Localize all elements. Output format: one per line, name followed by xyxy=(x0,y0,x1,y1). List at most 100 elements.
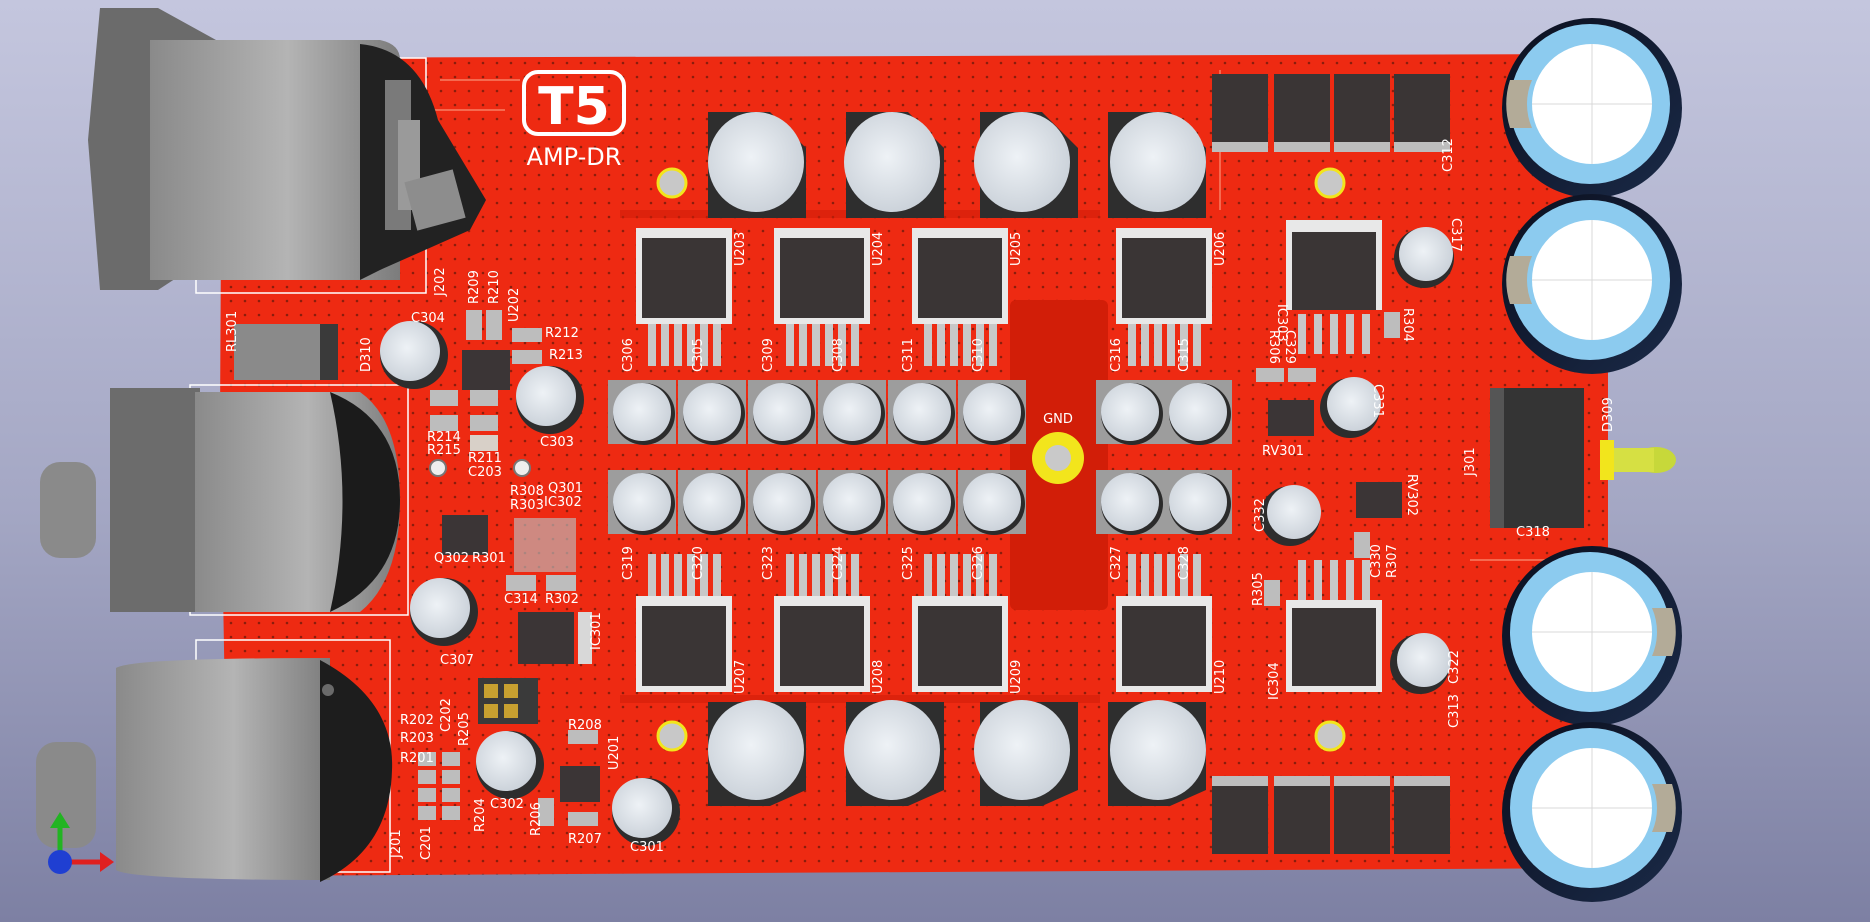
cap-c319: C319 xyxy=(608,470,676,580)
label-u208: U208 xyxy=(871,660,886,694)
label-u206: U206 xyxy=(1213,232,1228,266)
label-d309: D309 xyxy=(1601,397,1616,432)
jack-connector-j304[interactable] xyxy=(40,388,400,612)
label-c314: C314 xyxy=(504,592,538,607)
label-c325: C325 xyxy=(901,546,916,580)
label-c326: C326 xyxy=(971,546,986,580)
label-j201: J201 xyxy=(389,829,404,859)
label-c318: C318 xyxy=(1516,525,1550,540)
label-c332: C332 xyxy=(1253,498,1268,532)
label-u202: U202 xyxy=(507,288,522,322)
label-r201: R201 xyxy=(400,751,434,766)
ic-u203: U203 xyxy=(636,228,748,366)
label-c304: C304 xyxy=(411,311,445,326)
cap-c324: C324 xyxy=(818,470,886,580)
label-rl301: RL301 xyxy=(225,311,240,352)
label-d310: D310 xyxy=(359,337,374,372)
label-c301: C301 xyxy=(630,840,664,855)
label-c309: C309 xyxy=(761,338,776,372)
cap-c327: C327 xyxy=(1096,470,1164,580)
ic-u210: U210 xyxy=(1116,554,1228,694)
ic-u209: U209 xyxy=(912,554,1024,694)
ic-u208: U208 xyxy=(774,554,886,694)
label-u203: U203 xyxy=(733,232,748,266)
silkscreen-right: IC303 C317 C312 R304 R306 C329 C331 RV30… xyxy=(1251,138,1616,728)
label-r202: R202 xyxy=(400,713,434,728)
label-r208: R208 xyxy=(568,718,602,733)
cap-c320: C320 xyxy=(678,470,746,580)
xlr-connector-j201[interactable] xyxy=(36,658,393,882)
label-c203: C203 xyxy=(468,465,502,480)
label-c303: C303 xyxy=(540,435,574,450)
silkscreen-left: RL301 D310 C304 R209 R210 U202 R212 R213… xyxy=(225,267,664,860)
label-ic303: IC303 xyxy=(1274,304,1289,342)
ic-u205: U205 xyxy=(912,228,1024,366)
label-r305: R305 xyxy=(1251,572,1266,606)
mounting-holes xyxy=(656,167,1346,752)
xlr-connector-j202[interactable] xyxy=(88,8,486,290)
label-c306: C306 xyxy=(621,338,636,372)
label-c313: C313 xyxy=(1447,694,1462,728)
label-r301: R301 xyxy=(472,551,506,566)
label-c331: C331 xyxy=(1370,384,1385,418)
label-r302: R302 xyxy=(545,592,579,607)
label-r212: R212 xyxy=(545,326,579,341)
label-c330: C330 xyxy=(1369,544,1384,578)
label-r307: R307 xyxy=(1385,544,1400,578)
label-r204: R204 xyxy=(473,798,488,832)
label-r308: R308 xyxy=(510,484,544,499)
label-u210: U210 xyxy=(1213,660,1228,694)
label-c316: C316 xyxy=(1109,338,1124,372)
label-rv301: RV301 xyxy=(1262,444,1304,459)
label-u201: U201 xyxy=(607,736,622,770)
label-c307: C307 xyxy=(440,653,474,668)
label-ic302: IC302 xyxy=(544,495,582,510)
cap-c306: C306 xyxy=(608,338,676,445)
logo-text: T5 xyxy=(538,77,610,137)
label-ic304: IC304 xyxy=(1267,662,1282,700)
label-c305: C305 xyxy=(691,338,706,372)
cap-c326: C326 xyxy=(958,470,1026,580)
label-c311: C311 xyxy=(901,338,916,372)
label-r215: R215 xyxy=(427,443,461,458)
label-c320: C320 xyxy=(691,546,706,580)
label-rv302: RV302 xyxy=(1404,474,1419,516)
label-r210: R210 xyxy=(487,270,502,304)
label-c322: C322 xyxy=(1447,650,1462,684)
label-u204: U204 xyxy=(871,232,886,266)
cap-c305: C305 xyxy=(678,338,746,445)
relay-rl301 xyxy=(234,324,338,380)
label-r303: R303 xyxy=(510,498,544,513)
ic-u204: U204 xyxy=(774,228,886,366)
ic-u207: U207 xyxy=(636,554,748,694)
label-r205: R205 xyxy=(457,712,472,746)
label-r306: R306 xyxy=(1266,330,1281,364)
board-logo: T5 AMP-DR xyxy=(522,70,626,171)
cap-c309: C309 xyxy=(748,338,816,445)
cap-c325: C325 xyxy=(888,470,956,580)
bulk-cap-c318 xyxy=(1502,722,1682,902)
bulk-cap-c317 xyxy=(1502,194,1682,374)
label-u209: U209 xyxy=(1009,660,1024,694)
axis-gizmo[interactable] xyxy=(48,812,114,874)
label-c323: C323 xyxy=(761,546,776,580)
label-c302: C302 xyxy=(490,797,524,812)
label-r213: R213 xyxy=(549,348,583,363)
label-ic301: IC301 xyxy=(589,612,604,650)
right-components xyxy=(1212,74,1676,854)
label-c329: C329 xyxy=(1282,330,1297,364)
label-c324: C324 xyxy=(831,546,846,580)
cap-c316: C316 xyxy=(1096,338,1164,445)
label-r207: R207 xyxy=(568,832,602,847)
label-q301: Q301 xyxy=(548,481,583,496)
label-u207: U207 xyxy=(733,660,748,694)
label-j301: J301 xyxy=(1463,447,1478,477)
label-r209: R209 xyxy=(467,270,482,304)
cap-c311: C311 xyxy=(888,338,956,445)
label-c312: C312 xyxy=(1441,138,1456,172)
gnd-test-pad[interactable]: GND xyxy=(1032,412,1084,484)
cap-c308: C308 xyxy=(818,338,886,445)
cap-c310: C310 xyxy=(958,338,1026,445)
label-c202: C202 xyxy=(439,698,454,732)
